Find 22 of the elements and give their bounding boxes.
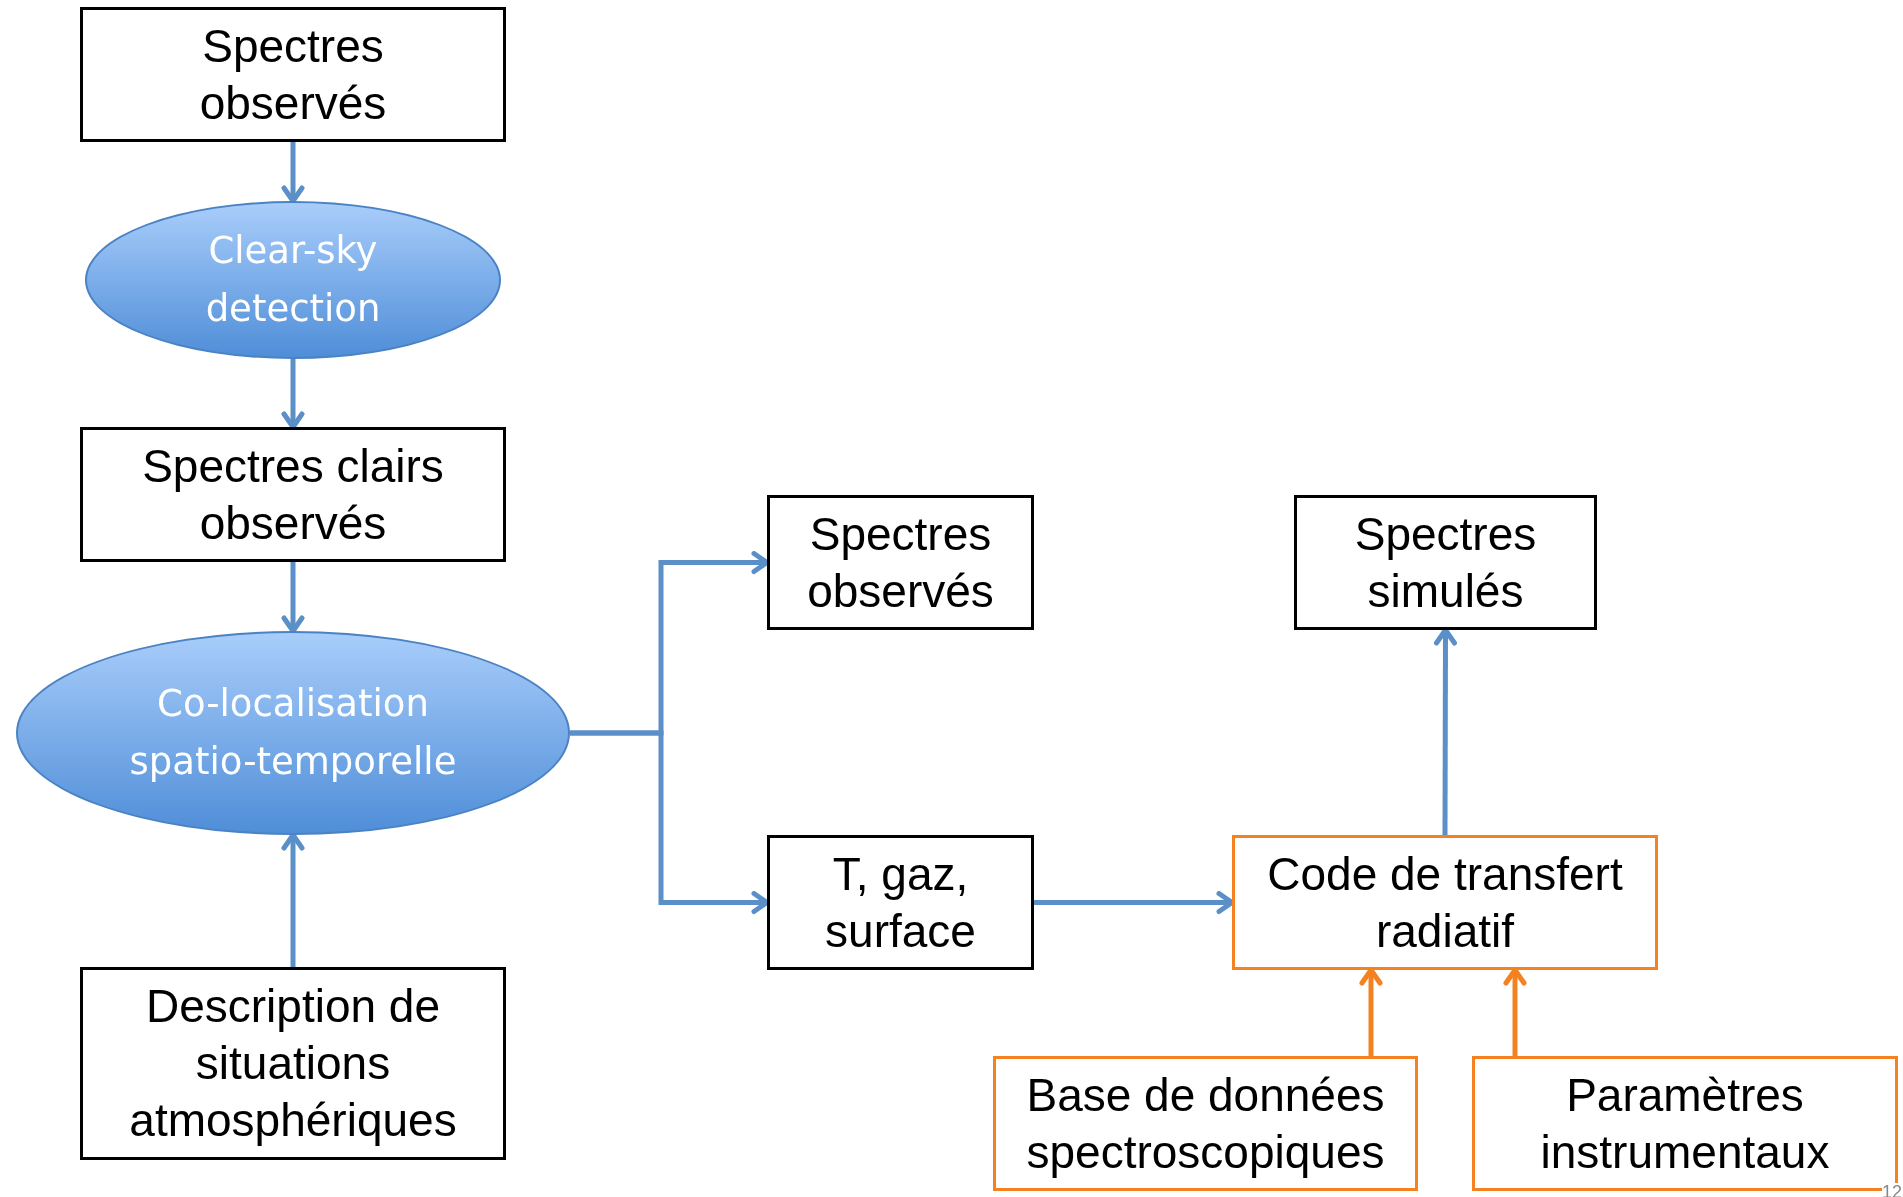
- node-text: Spectres observés: [198, 18, 388, 131]
- process-box: [767, 495, 1034, 630]
- node-text: Co-localisation spatio-temporelle: [128, 681, 458, 785]
- node-text: Description de situations atmosphériques: [128, 979, 458, 1148]
- process-box: [1294, 495, 1597, 630]
- process-box: [80, 7, 506, 142]
- process-box: [80, 427, 506, 562]
- process-box: [993, 1056, 1418, 1191]
- arrow: [281, 142, 305, 204]
- process-box: [1232, 835, 1658, 970]
- node-text: Spectres simulés: [1353, 506, 1538, 619]
- arrow: [281, 562, 305, 634]
- node-text: T, gaz, surface: [824, 846, 977, 959]
- arrow: [281, 832, 305, 967]
- node-text: Spectres observés: [806, 506, 995, 619]
- process-box: [767, 835, 1034, 970]
- node-text: Clear-sky detection: [204, 228, 382, 332]
- node-text: Spectres clairs observés: [141, 438, 445, 551]
- node-text: Code de transfert radiatif: [1266, 846, 1624, 959]
- process-box: [80, 967, 506, 1160]
- node-text: Paramètres instrumentaux: [1539, 1067, 1831, 1180]
- node-text: Base de données spectroscopiques: [1025, 1067, 1386, 1180]
